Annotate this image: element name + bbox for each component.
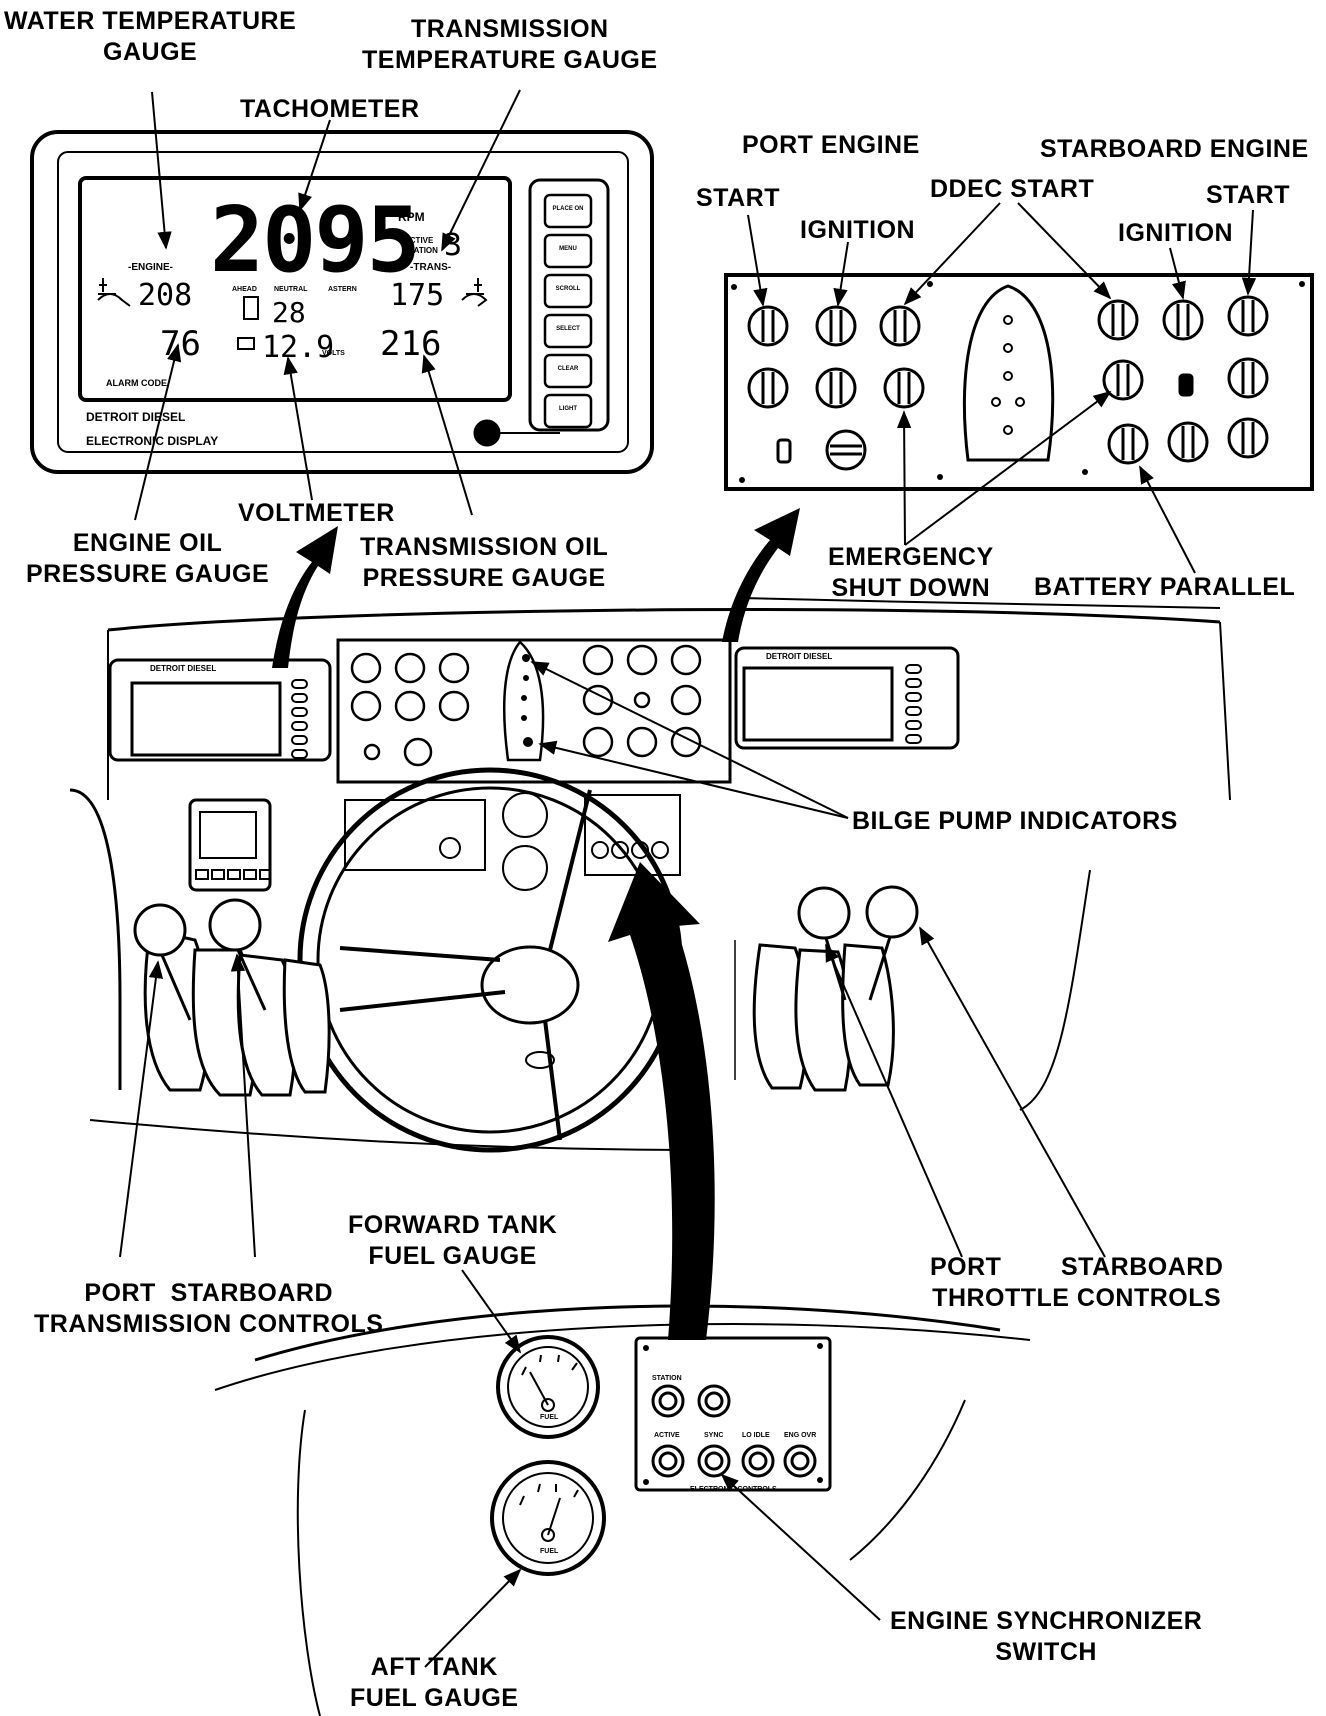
dash-brand-left: DETROIT DIESEL (150, 664, 216, 673)
label-start-port: START (696, 183, 780, 214)
water-temp-readout: 208 (138, 278, 192, 313)
rpm-unit: RPM (398, 210, 425, 224)
sync-label-sync: SYNC (704, 1432, 723, 1439)
battery-parallel-switch (1109, 425, 1147, 463)
engine-switch-panel (726, 275, 1312, 489)
button-light[interactable]: LIGHT (548, 406, 588, 412)
label-port-engine: PORT ENGINE (742, 130, 920, 161)
gear-neutral: NEUTRAL (274, 286, 307, 293)
port-start-switch (749, 307, 787, 345)
active-station-value: 3 (444, 228, 462, 263)
trans-label: -TRANS- (410, 262, 451, 273)
label-battery-parallel: BATTERY PARALLEL (1034, 572, 1295, 603)
button-scroll[interactable]: SCROLL (548, 286, 588, 292)
trans-pressure-readout: 216 (380, 324, 441, 364)
alarm-code: ALARM CODE (106, 378, 167, 388)
stbd-start-switch (1229, 297, 1267, 335)
button-select[interactable]: SELECT (548, 326, 588, 332)
button-clear[interactable]: CLEAR (548, 366, 588, 372)
fuel-rate-readout: 28 (272, 296, 306, 329)
forward-tank-fuel-gauge (498, 1337, 598, 1437)
brand-line2: ELECTRONIC DISPLAY (86, 434, 218, 448)
label-ignition-starboard: IGNITION (1118, 218, 1233, 249)
gear-astern: ASTERN (328, 286, 357, 293)
label-tachometer: TACHOMETER (240, 94, 420, 125)
active-station-label: ACTIVE STATION (404, 236, 444, 256)
aft-fuel-gauge-label: FUEL (540, 1548, 558, 1555)
port-ddec-start-switch (881, 307, 919, 345)
label-bilge-pump-indicators: BILGE PUMP INDICATORS (852, 806, 1178, 837)
dash-brand-right: DETROIT DIESEL (766, 652, 832, 661)
port-ignition-switch (817, 307, 855, 345)
volts-unit: VOLTS (322, 350, 345, 357)
label-voltmeter: VOLTMETER (238, 498, 395, 529)
sync-panel-footer: ELECTRONIC CONTROLS (690, 1486, 777, 1493)
rpm-readout: 2095 (210, 196, 419, 286)
label-ddec-start: DDEC START (930, 174, 1094, 205)
engine-label: -ENGINE- (128, 262, 173, 273)
sync-label-station: STATION (652, 1375, 682, 1382)
stbd-ignition-switch (1164, 301, 1202, 339)
gear-ahead: AHEAD (232, 286, 257, 293)
sync-label-active: ACTIVE (654, 1432, 680, 1439)
sync-label-eng-ovr: ENG OVR (784, 1432, 816, 1439)
stbd-ddec-start-switch (1099, 301, 1137, 339)
brand-line1: DETROIT DIESEL (86, 410, 185, 424)
label-ignition-port: IGNITION (800, 215, 915, 246)
button-place-on[interactable]: PLACE ON (548, 206, 588, 212)
sync-label-lo-idle: LO IDLE (742, 1432, 770, 1439)
label-starboard-engine: STARBOARD ENGINE (1040, 134, 1309, 165)
volts-readout: 12.9 (262, 330, 334, 365)
aft-tank-fuel-gauge (492, 1462, 604, 1574)
button-menu[interactable]: MENU (548, 246, 588, 252)
oil-pressure-readout: 76 (160, 324, 201, 364)
fwd-fuel-gauge-label: FUEL (540, 1414, 558, 1421)
trans-temp-readout: 175 (390, 278, 444, 313)
port-emergency-shutdown-switch (885, 369, 923, 407)
label-start-starboard: START (1206, 180, 1290, 211)
